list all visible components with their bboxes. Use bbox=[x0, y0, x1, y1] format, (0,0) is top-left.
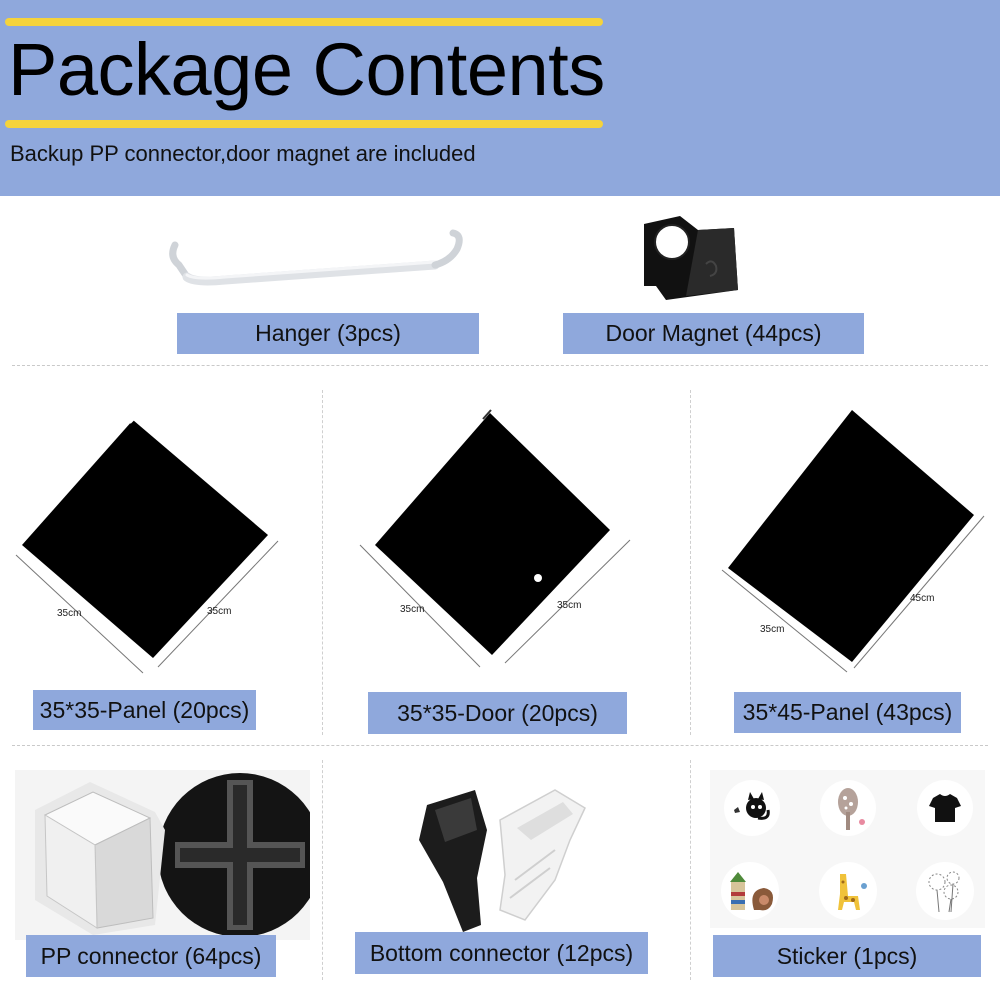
door-35x35-dim-a: 35cm bbox=[400, 604, 424, 615]
accent-bar-bottom bbox=[5, 120, 603, 128]
panel-35x35-dim-a: 35cm bbox=[57, 608, 81, 619]
page-title: Package Contents bbox=[8, 28, 605, 111]
panel-35x45-image: 35cm 45cm bbox=[712, 400, 997, 690]
hanger-label: Hanger (3pcs) bbox=[177, 313, 479, 354]
bottom-connector-image bbox=[405, 780, 605, 940]
divider-col2 bbox=[690, 390, 691, 735]
door-magnet-label: Door Magnet (44pcs) bbox=[563, 313, 864, 354]
hanger-image bbox=[165, 225, 475, 300]
dandelion-icon bbox=[915, 860, 975, 927]
pp-connector-image bbox=[15, 770, 322, 945]
door-35x35-label: 35*35-Door (20pcs) bbox=[368, 692, 627, 734]
divider-row2 bbox=[12, 745, 988, 746]
tshirt-icon bbox=[915, 778, 975, 843]
tree-icon bbox=[818, 778, 878, 843]
divider-col1 bbox=[322, 390, 323, 735]
sticker-sheet bbox=[710, 770, 985, 928]
panel-35x45-label: 35*45-Panel (43pcs) bbox=[734, 692, 961, 733]
divider-row1 bbox=[12, 365, 988, 366]
door-35x35-dim-b: 35cm bbox=[557, 600, 581, 611]
cat-icon bbox=[722, 778, 782, 843]
door-magnet-image bbox=[636, 212, 746, 312]
pp-connector-label: PP connector (64pcs) bbox=[26, 935, 276, 977]
bottom-connector-label: Bottom connector (12pcs) bbox=[355, 932, 648, 974]
panel-35x45-dim-a: 35cm bbox=[760, 624, 784, 635]
panel-35x35-dim-b: 35cm bbox=[207, 606, 231, 617]
house-icon bbox=[720, 860, 780, 927]
panel-35x45-dim-b: 45cm bbox=[910, 593, 934, 604]
giraffe-icon bbox=[818, 860, 878, 927]
divider-col3 bbox=[322, 760, 323, 980]
panel-35x35-image: 35cm 35cm bbox=[10, 405, 320, 690]
door-35x35-image: 35cm 35cm bbox=[345, 405, 645, 690]
header-banner: Package Contents Backup PP connector,doo… bbox=[0, 0, 1000, 196]
sticker-label: Sticker (1pcs) bbox=[713, 935, 981, 977]
panel-35x35-label: 35*35-Panel (20pcs) bbox=[33, 690, 256, 730]
accent-bar-top bbox=[5, 18, 603, 26]
divider-col4 bbox=[690, 760, 691, 980]
page-subtitle: Backup PP connector,door magnet are incl… bbox=[10, 141, 476, 166]
